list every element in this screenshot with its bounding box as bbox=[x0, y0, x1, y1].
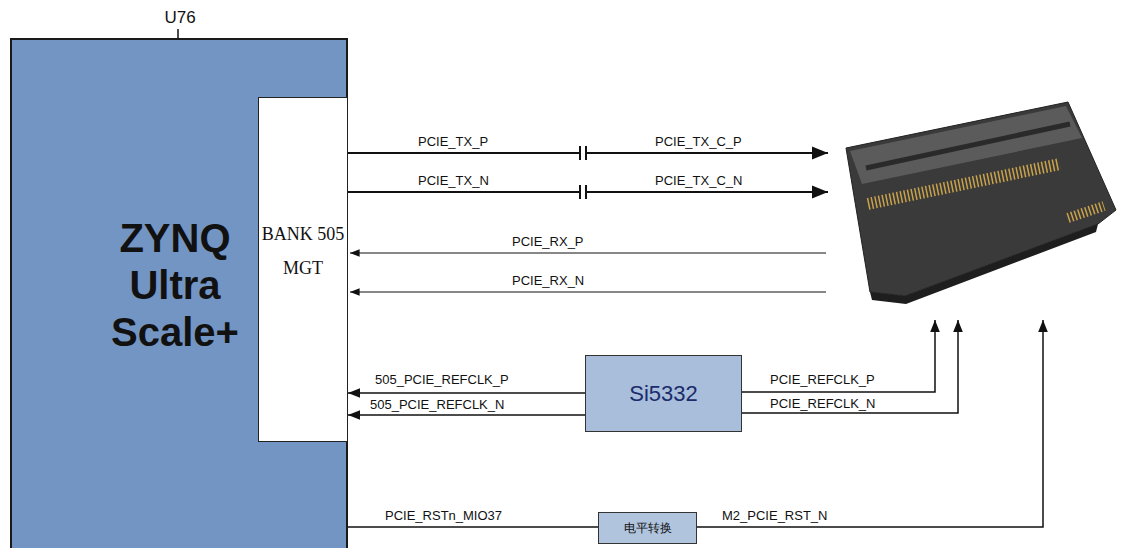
signal-connector bbox=[348, 414, 585, 416]
connector-pins bbox=[868, 164, 1060, 204]
label-holder: PCIE_REFCLK_P bbox=[770, 372, 875, 387]
ref-tick bbox=[177, 29, 179, 38]
bank-box: BANK 505 MGT bbox=[258, 97, 348, 442]
signal-name: PCIE_TX_C_N bbox=[655, 173, 742, 188]
edge-label-holder: 505_PCIE_REFCLK_N bbox=[370, 397, 504, 412]
capacitor-symbol bbox=[579, 185, 581, 199]
label-holder: PCIE_RX_N bbox=[512, 273, 584, 288]
signal-name: PCIE_TX_C_P bbox=[655, 134, 742, 149]
label-holder: PCIE_TX_P bbox=[418, 134, 488, 149]
label-holder: PCIE_TX_N bbox=[418, 173, 489, 188]
signal-name: PCIE_REFCLK_N bbox=[770, 396, 875, 411]
reset-wire bbox=[697, 320, 1043, 527]
m2-connector-illustration bbox=[846, 102, 1116, 304]
label-holder: PCIE_TX_C_N bbox=[655, 173, 742, 188]
connector-slot bbox=[866, 124, 1070, 168]
label-holder: PCIE_TX_C_P bbox=[655, 134, 742, 149]
signal-name: PCIE_TX_P bbox=[418, 134, 488, 149]
refclk-wire bbox=[742, 320, 958, 413]
tx-wire bbox=[348, 152, 580, 154]
rx-wire bbox=[350, 291, 826, 292]
label-holder: PCIE_REFCLK_N bbox=[770, 396, 875, 411]
node-label: 电平转换 bbox=[624, 521, 672, 536]
tx-wire bbox=[586, 152, 828, 154]
edge-label-holder: PCIE_RSTn_MIO37 bbox=[385, 508, 502, 523]
signal-name: 505_PCIE_REFCLK_N bbox=[370, 397, 504, 412]
connector-body bbox=[846, 102, 1116, 296]
rx-wire bbox=[350, 252, 826, 253]
node-label: BANK 505 MGT bbox=[261, 217, 345, 285]
signal-name: M2_PCIE_RST_N bbox=[722, 508, 827, 523]
signal-name: PCIE_REFCLK_P bbox=[770, 372, 875, 387]
tx-wire bbox=[348, 191, 580, 193]
capacitor-symbol bbox=[579, 146, 581, 160]
refclk-wire bbox=[742, 320, 935, 392]
tx-wire bbox=[586, 191, 828, 193]
node-label: Si5332 bbox=[629, 381, 698, 407]
level-shifter-box: 电平转换 bbox=[598, 512, 697, 544]
connector-pins bbox=[1068, 206, 1104, 218]
signal-name: PCIE_TX_N bbox=[418, 173, 489, 188]
clock-chip-box: Si5332 bbox=[585, 355, 742, 432]
signal-name: PCIE_RX_N bbox=[512, 273, 584, 288]
signal-name: 505_PCIE_REFCLK_P bbox=[375, 372, 509, 387]
signal-name: PCIE_RX_P bbox=[512, 234, 584, 249]
part-ref: U76 bbox=[160, 9, 200, 27]
chip-block: U76ZYNQ Ultra Scale+BANK 505 MGT bbox=[10, 38, 348, 548]
signal-connector bbox=[348, 392, 585, 394]
label-holder: PCIE_RX_P bbox=[512, 234, 584, 249]
label-holder: M2_PCIE_RST_N bbox=[722, 508, 827, 523]
node-label: ZYNQ Ultra Scale+ bbox=[95, 215, 255, 356]
edge-label-holder: 505_PCIE_REFCLK_P bbox=[375, 372, 509, 387]
signal-connector bbox=[348, 526, 598, 528]
connector-group bbox=[348, 393, 598, 527]
connector-base bbox=[870, 224, 1098, 304]
signal-name: PCIE_RSTn_MIO37 bbox=[385, 508, 502, 523]
